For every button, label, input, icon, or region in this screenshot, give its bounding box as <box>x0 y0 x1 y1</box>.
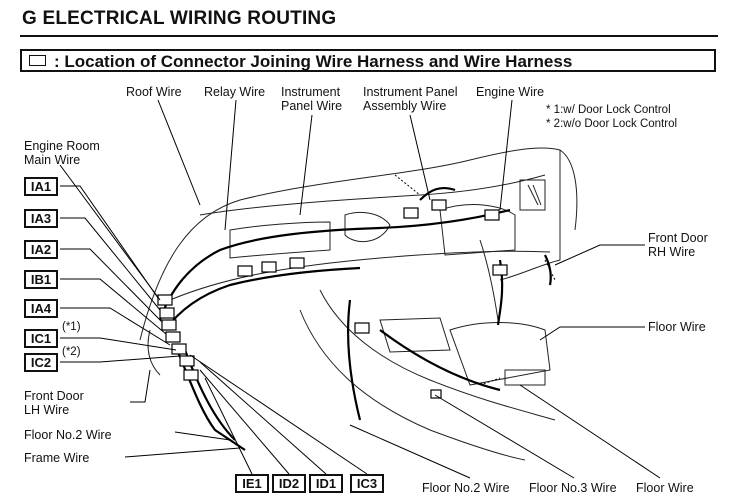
floor-no2-wire-label-left: Floor No.2 Wire <box>24 428 112 442</box>
leader-lines <box>59 99 661 479</box>
engine-room-main-wire-label-line1: Engine Room <box>24 139 100 153</box>
engine-wire-label: Engine Wire <box>476 85 545 99</box>
connector-code-id1: ID1 <box>309 474 343 493</box>
connector-code-id2: ID2 <box>272 474 306 493</box>
connector-code-ia4: IA4 <box>24 299 58 318</box>
title-underline <box>20 35 718 37</box>
instrument-panel-assembly-wire-label-line2: Assembly Wire <box>363 99 447 113</box>
engine-room-main-wire-label-line2: Main Wire <box>24 153 81 167</box>
door-lock-note-2: * 2:w/o Door Lock Control <box>546 118 678 130</box>
front-door-lh-wire-label-line1: Front Door <box>24 389 84 403</box>
floor-no2-wire-label-bottom: Floor No.2 Wire <box>422 481 510 495</box>
instrument-panel-wire-label-line2: Panel Wire <box>281 99 343 113</box>
relay-wire-label: Relay Wire <box>204 85 266 99</box>
frame-wire-label: Frame Wire <box>24 451 90 465</box>
roof-wire-label: Roof Wire <box>126 85 182 99</box>
door-lock-note-1: * 1:w/ Door Lock Control <box>546 104 671 116</box>
floor-no3-wire-label: Floor No.3 Wire <box>529 481 617 495</box>
instrument-panel-wire-label-line1: Instrument <box>281 85 341 99</box>
connector-code-ie1: IE1 <box>235 474 269 493</box>
connector-code-ia3: IA3 <box>24 209 58 228</box>
floor-wire-label-bottom: Floor Wire <box>636 481 694 495</box>
ic1-footnote-marker: (*1) <box>62 321 81 333</box>
section-header-box: : Location of Connector Joining Wire Har… <box>20 49 716 72</box>
ic2-footnote-marker: (*2) <box>62 346 81 358</box>
wire-harness-bundle <box>158 186 552 451</box>
connector-code-ic2: IC2 <box>24 353 58 372</box>
front-door-lh-wire-label-line2: LH Wire <box>24 403 70 417</box>
connector-legend-square <box>29 55 46 66</box>
connector-code-ic3: IC3 <box>350 474 384 493</box>
floor-wire-label-right: Floor Wire <box>648 320 706 334</box>
section-subtitle: : Location of Connector Joining Wire Har… <box>54 52 573 71</box>
connector-blocks <box>157 199 508 399</box>
connector-code-ia1: IA1 <box>24 177 58 196</box>
front-door-rh-wire-label-line2: RH Wire <box>648 245 696 259</box>
page-title: G ELECTRICAL WIRING ROUTING <box>22 8 337 29</box>
connector-code-ia2: IA2 <box>24 240 58 259</box>
hidden-wire-dashes <box>394 174 556 386</box>
instrument-panel-assembly-wire-label-line1: Instrument Panel <box>363 85 458 99</box>
front-door-rh-wire-label-line1: Front Door <box>648 231 708 245</box>
connector-code-ic1: IC1 <box>24 329 58 348</box>
connector-code-ib1: IB1 <box>24 270 58 289</box>
dashboard-outline <box>139 147 578 461</box>
